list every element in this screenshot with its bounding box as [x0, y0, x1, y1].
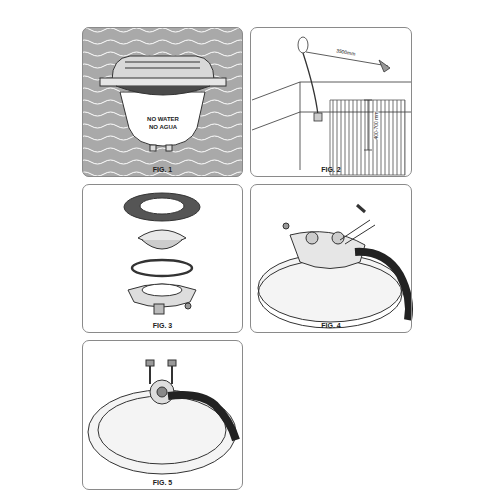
illustration-stroke [157, 387, 167, 397]
illustration-stroke [150, 365, 172, 384]
illustration-stroke [300, 82, 301, 112]
fig5-art [88, 360, 236, 474]
illustration-stroke [132, 260, 192, 276]
fig2-art [252, 37, 412, 175]
illustration-stroke [82, 27, 243, 177]
illustration-stroke [168, 395, 236, 440]
illustration-stroke [166, 145, 172, 151]
illustration-stroke [303, 53, 318, 115]
illustration-stroke [340, 220, 375, 244]
fig4-art [258, 205, 409, 328]
illustration-stroke [330, 100, 405, 175]
illustration-stroke [150, 145, 156, 151]
figure-panel: FIG. 2 [250, 27, 412, 177]
figure-number: FIG. 3 [83, 322, 242, 329]
illustration-stroke [142, 240, 182, 249]
fig3-art [124, 193, 200, 314]
illustration-stroke [146, 360, 154, 366]
warning-text: NO AGUA [149, 124, 177, 130]
illustration-stroke [185, 303, 191, 309]
figure-number: FIG. 5 [83, 479, 242, 486]
illustration-stroke [112, 56, 214, 80]
illustration-stroke [355, 252, 409, 320]
figure-panel: FIG. 1 [82, 27, 243, 177]
illustration-stroke [120, 92, 205, 146]
illustration-stroke [125, 62, 200, 63]
illustration-stroke [252, 82, 412, 100]
illustration-stroke [364, 150, 372, 151]
illustration-stroke [125, 68, 200, 69]
figure-number: FIG. 1 [83, 166, 242, 173]
illustration-stroke [357, 205, 365, 212]
figure-panel: FIG. 5 [82, 340, 243, 490]
illustration-stroke [364, 100, 372, 101]
illustration-stroke [314, 113, 322, 121]
illustration-stroke [258, 260, 402, 328]
illustration-stroke [306, 232, 318, 244]
figure-number: FIG. 4 [251, 322, 411, 329]
fig1-art [82, 27, 243, 177]
illustration-stroke [124, 193, 200, 221]
illustration-stroke [98, 396, 226, 464]
figure-number: FIG. 2 [251, 166, 411, 173]
illustration-stroke [368, 100, 369, 150]
illustration-stroke [290, 232, 365, 269]
illustration-stroke [379, 60, 390, 72]
figure-panel: FIG. 3 [82, 184, 243, 333]
illustration-stroke [100, 78, 226, 86]
figure-panel: FIG. 4 [250, 184, 412, 333]
dimension-label: 3500mm [336, 48, 356, 56]
illustration-stroke [283, 223, 289, 229]
illustration-stroke [142, 284, 182, 296]
illustration-stroke [154, 304, 164, 314]
illustration-stroke [140, 198, 184, 214]
illustration-stroke [298, 37, 308, 53]
warning-text: NO WATER [147, 116, 179, 122]
illustration-stroke [116, 86, 210, 95]
illustration-stroke [300, 112, 301, 170]
illustration-stroke [168, 360, 176, 366]
dimension-label: 400-700 mm [373, 111, 378, 139]
